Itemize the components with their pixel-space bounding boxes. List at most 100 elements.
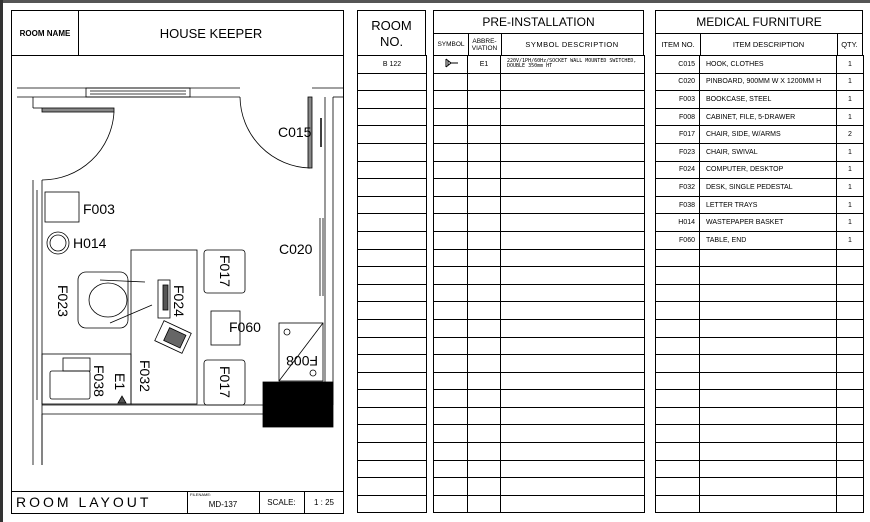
abbreviation-cell xyxy=(467,354,501,373)
abbreviation-cell xyxy=(467,371,501,391)
socket-symbol-icon xyxy=(445,58,458,68)
divider xyxy=(259,491,260,513)
table-row xyxy=(655,371,864,391)
keyboard-phone xyxy=(154,320,192,354)
qty-cell xyxy=(836,477,864,496)
item-no-cell: C020 xyxy=(655,72,700,92)
table-row xyxy=(655,336,864,356)
table-row xyxy=(357,354,427,373)
abbreviation-cell xyxy=(467,406,501,426)
col-symbol-description: SYMBOL DESCRIPTION xyxy=(525,40,619,49)
table-row xyxy=(433,371,645,391)
label-f060: F060 xyxy=(229,319,261,335)
item-no-cell xyxy=(655,424,700,444)
abbreviation-cell xyxy=(467,301,501,320)
room-no-cell xyxy=(357,72,427,92)
description-cell xyxy=(500,178,645,197)
symbol-cell xyxy=(433,301,468,320)
room-no-cell xyxy=(357,389,427,408)
description-cell xyxy=(500,442,645,461)
item-no-cell: F023 xyxy=(655,142,700,162)
room-no-cell xyxy=(357,301,427,320)
abbreviation-cell xyxy=(467,230,501,250)
table-row xyxy=(357,178,427,197)
divider xyxy=(700,33,701,56)
symbol-cell xyxy=(433,283,468,303)
door-left xyxy=(41,107,115,181)
table-row xyxy=(357,248,427,268)
footer-title: ROOM LAYOUT xyxy=(16,494,152,510)
room-no-cell xyxy=(357,195,427,215)
table-row xyxy=(433,160,645,180)
table-row xyxy=(357,195,427,215)
scale-label: SCALE: xyxy=(267,497,296,507)
label-f003: F003 xyxy=(83,201,115,217)
table-row xyxy=(655,354,864,373)
floor-plan: C015 C020 F003 H014 F060 F023 F024 F017 … xyxy=(17,87,343,465)
symbol-cell xyxy=(433,213,468,232)
label-f017-1: F017 xyxy=(217,255,233,287)
qty-cell: 1 xyxy=(836,195,864,215)
qty-cell xyxy=(836,494,864,514)
item-description-cell: CHAIR, SWIVAL xyxy=(699,142,837,162)
table-row xyxy=(357,477,427,496)
qty-cell xyxy=(836,371,864,391)
qty-cell xyxy=(836,248,864,268)
description-cell xyxy=(500,494,645,514)
room-no-cell xyxy=(357,494,427,514)
item-no-cell xyxy=(655,459,700,479)
item-description-cell xyxy=(699,283,837,303)
wastepaper-basket xyxy=(46,231,70,255)
symbol-cell xyxy=(433,494,468,514)
qty-cell: 1 xyxy=(836,107,864,127)
label-f017-2: F017 xyxy=(217,366,233,398)
table-row xyxy=(655,494,864,514)
description-cell xyxy=(500,160,645,180)
label-c020: C020 xyxy=(279,241,313,257)
abbreviation-cell xyxy=(467,336,501,356)
qty-cell: 1 xyxy=(836,160,864,180)
qty-cell: 1 xyxy=(836,72,864,92)
table-row xyxy=(655,389,864,408)
qty-cell xyxy=(836,266,864,285)
item-description-cell: COMPUTER, DESKTOP xyxy=(699,160,837,180)
table-row xyxy=(357,72,427,92)
item-description-cell xyxy=(699,248,837,268)
description-cell xyxy=(500,142,645,162)
item-description-cell xyxy=(699,354,837,373)
description-cell xyxy=(500,389,645,408)
abbreviation-cell xyxy=(467,107,501,127)
description-cell xyxy=(500,72,645,92)
table-row xyxy=(357,213,427,232)
desk-return xyxy=(41,353,132,405)
table-row: B 122 xyxy=(357,55,427,74)
abbreviation-cell xyxy=(467,424,501,444)
qty-cell: 1 xyxy=(836,55,864,74)
qty-cell xyxy=(836,301,864,320)
item-no-cell xyxy=(655,266,700,285)
item-description-cell: DESK, SINGLE PEDESTAL xyxy=(699,178,837,197)
symbol-cell xyxy=(433,442,468,461)
label-f023: F023 xyxy=(55,285,71,317)
qty-cell xyxy=(836,459,864,479)
qty-cell: 1 xyxy=(836,90,864,109)
room-no-cell xyxy=(357,442,427,461)
table-row xyxy=(433,266,645,285)
item-no-cell xyxy=(655,318,700,338)
abbreviation-cell xyxy=(467,142,501,162)
computer xyxy=(157,279,171,319)
table-row xyxy=(357,494,427,514)
description-cell: 220V/1PH/60Hz/SOCKET WALL MOUNTED SWITCH… xyxy=(500,55,645,74)
item-no-cell xyxy=(655,354,700,373)
item-description-cell: HOOK, CLOTHES xyxy=(699,55,837,74)
swivel-chair xyxy=(77,271,153,329)
medical-furniture-header: MEDICAL FURNITURE ITEM NO. ITEM DESCRIPT… xyxy=(655,10,863,56)
item-no-cell xyxy=(655,406,700,426)
abbreviation-cell xyxy=(467,442,501,461)
divider xyxy=(434,33,643,34)
divider xyxy=(187,491,188,513)
description-cell xyxy=(500,248,645,268)
item-description-cell xyxy=(699,371,837,391)
